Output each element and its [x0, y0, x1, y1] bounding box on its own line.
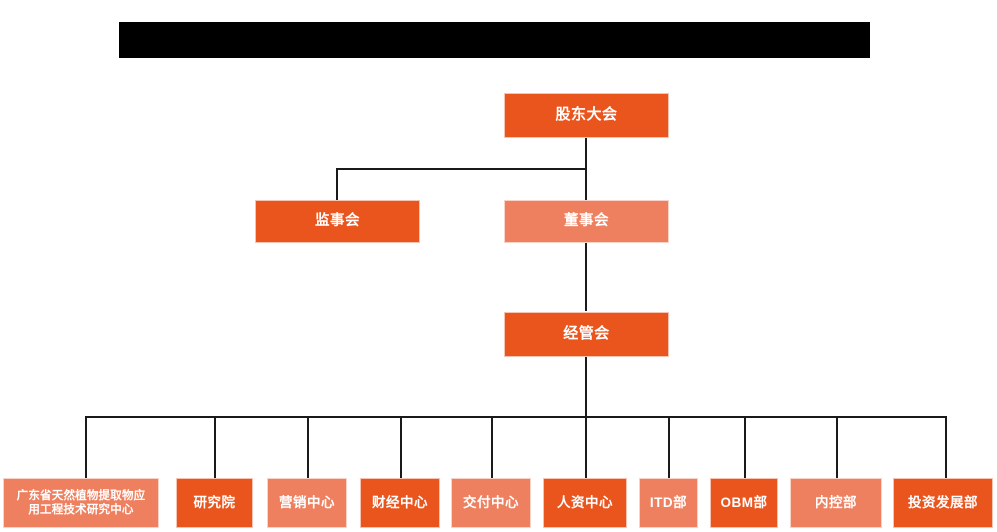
node-label: OBM部 — [720, 494, 768, 510]
node-research-institute[interactable]: 研究院 — [176, 478, 253, 528]
connector-drop-leaf-3 — [307, 416, 309, 478]
node-itd-department[interactable]: ITD部 — [639, 478, 698, 528]
node-label: 研究院 — [193, 494, 236, 510]
node-finance-center[interactable]: 财经中心 — [360, 478, 440, 528]
connector-drop-leaf-1 — [85, 416, 87, 478]
node-label: 监事会 — [315, 213, 360, 230]
node-label: 人资中心 — [557, 494, 613, 510]
connector-drop-leaf-5 — [491, 416, 493, 478]
connector-drop-leaf-2 — [214, 416, 216, 478]
connector-drop-supervisors — [336, 168, 338, 201]
node-internal-control-department[interactable]: 内控部 — [790, 478, 882, 528]
node-shareholders-meeting[interactable]: 股东大会 — [504, 93, 669, 138]
connector-level2-bus — [336, 168, 587, 170]
node-label: ITD部 — [649, 494, 688, 510]
redacted-title-banner — [119, 22, 870, 58]
node-management-committee[interactable]: 经管会 — [504, 312, 669, 357]
node-label: 内控部 — [815, 494, 857, 510]
connector-drop-leaf-9 — [836, 416, 838, 478]
node-marketing-center[interactable]: 营销中心 — [267, 478, 347, 528]
node-hr-center[interactable]: 人资中心 — [543, 478, 627, 528]
connector-shareholders-down — [585, 138, 587, 170]
connector-drop-leaf-6 — [585, 416, 587, 478]
connector-leaf-bus — [85, 416, 946, 418]
node-label: 股东大会 — [555, 106, 618, 124]
node-board-of-directors[interactable]: 董事会 — [504, 200, 669, 243]
connector-drop-leaf-10 — [945, 416, 947, 478]
node-label: 投资发展部 — [908, 494, 978, 510]
node-label: 财经中心 — [372, 494, 428, 510]
node-board-of-supervisors[interactable]: 监事会 — [255, 200, 420, 243]
node-delivery-center[interactable]: 交付中心 — [451, 478, 531, 528]
node-label: 经管会 — [563, 325, 610, 343]
node-label: 营销中心 — [279, 494, 335, 510]
node-label: 董事会 — [564, 213, 609, 230]
node-obm-department[interactable]: OBM部 — [710, 478, 778, 528]
connector-management-down — [585, 357, 587, 417]
connector-drop-directors — [585, 168, 587, 201]
node-investment-development-department[interactable]: 投资发展部 — [893, 478, 993, 528]
node-guangdong-research-center[interactable]: 广东省天然植物提取物应 用工程技术研究中心 — [3, 478, 159, 528]
connector-directors-management — [585, 243, 587, 311]
node-label: 交付中心 — [463, 494, 519, 510]
connector-drop-leaf-7 — [668, 416, 670, 478]
connector-drop-leaf-4 — [400, 416, 402, 478]
node-label: 广东省天然植物提取物应 用工程技术研究中心 — [16, 489, 146, 516]
connector-drop-leaf-8 — [744, 416, 746, 478]
